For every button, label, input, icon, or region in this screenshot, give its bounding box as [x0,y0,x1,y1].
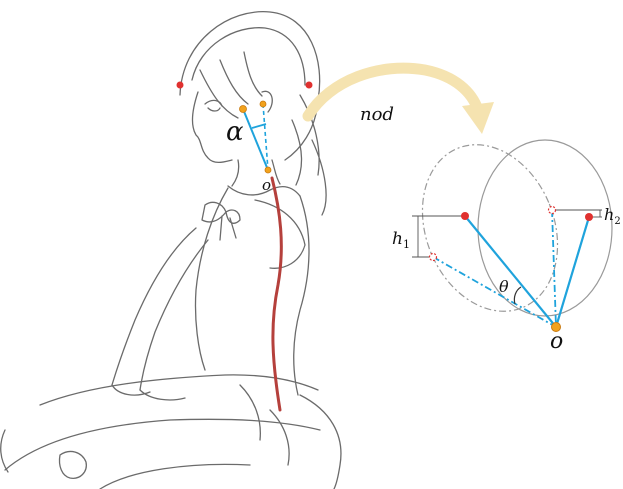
o-small-label: o [262,176,271,194]
bangs [200,52,262,118]
red-marker-left [177,82,184,89]
torso-back [294,196,309,395]
head-point-dot [240,106,247,113]
head-ellipse-dashed [398,124,581,331]
thigh-lower [5,419,320,470]
knee [1,430,8,472]
hair-inner [192,28,305,85]
pants-fold [240,385,289,465]
nod-arrow-head [462,102,494,134]
nodded-ear-dot [549,207,556,214]
pivot-dot-small [265,167,271,173]
nodded-head-dot [430,254,437,261]
girl-sketch [1,12,341,489]
h2-label: h2 [604,205,621,227]
theta-label: θ [499,277,509,296]
ear-point-dot [260,101,266,107]
lower-legs [100,464,250,489]
o-large-label: o [550,329,563,354]
geometry-diagram: h1 h2 θ [392,124,621,331]
vector-original-ear [556,217,589,327]
original-ear-dot [585,213,593,221]
red-marker-right [306,82,313,89]
vector-nodded-head [433,257,556,327]
forearm [112,385,185,400]
original-head-dot [461,212,469,220]
upper-arm-inner [140,240,208,390]
theta-arc [514,287,521,304]
hips [300,395,341,489]
eye [205,100,222,111]
nod-arrow [308,68,494,134]
h1-label: h1 [392,229,410,251]
spine-curve [272,178,281,410]
nod-label: nod [360,104,394,125]
alpha-label: α [226,117,244,147]
hand [59,451,86,478]
upper-arm [112,228,196,385]
